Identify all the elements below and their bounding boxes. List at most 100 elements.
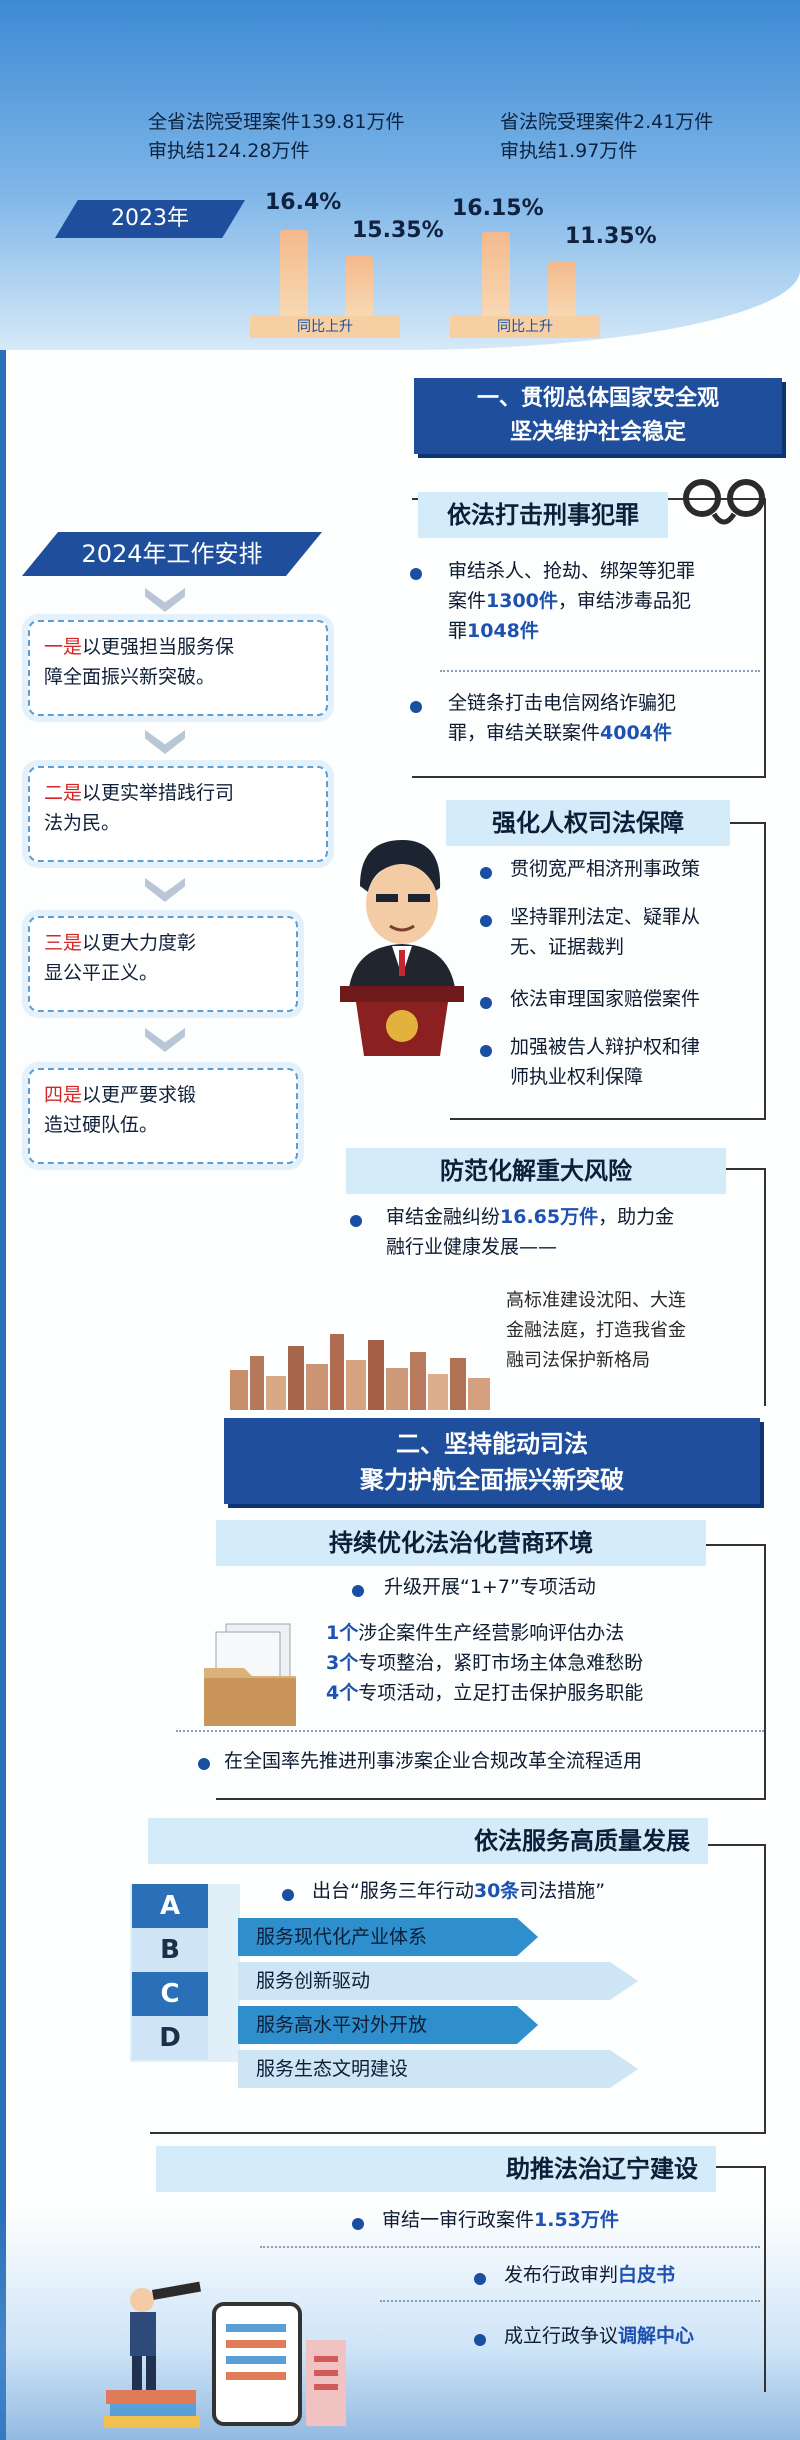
rights-bullet: [480, 912, 492, 931]
plan-text: 造过硬队伍。: [44, 1114, 159, 1136]
highlight-number: 白皮书: [618, 2264, 676, 2286]
plan-text: 障全面振兴新突破。: [44, 666, 216, 688]
header-background: [0, 0, 800, 350]
highlight-number: 调解中心: [618, 2325, 695, 2347]
pct-label: 15.35%: [352, 218, 444, 243]
rights-item-4: 加强被告人辩护权和律 师执业权利保障: [510, 1032, 700, 1092]
plan-item-1: 一是以更强担当服务保 障全面振兴新突破。: [28, 620, 328, 716]
highlight-number: 1300件: [486, 590, 558, 612]
bar-right-b: [548, 262, 576, 316]
letter-badge: D: [132, 2016, 208, 2060]
rights-bullet: [480, 1042, 492, 1061]
text: 审结金融纠纷: [386, 1206, 501, 1228]
risk-note: 高标准建设沈阳、大连 金融法庭，打造我省金 融司法保护新格局: [506, 1286, 686, 1376]
risk-bullet: [350, 1212, 362, 1231]
text: 审结杀人、抢劫、绑架等犯罪: [448, 560, 696, 582]
liaoning-item-2: 发布行政审判白皮书: [504, 2260, 675, 2290]
text: 金融法庭，打造我省金: [506, 1320, 686, 1341]
section-title-line: 聚力护航全面振兴新突破: [360, 1466, 624, 1494]
rights-item-2: 坚持罪刑法定、疑罪从 无、证据裁判: [510, 902, 700, 962]
stat-line: 省法院受理案件2.41万件: [500, 111, 714, 133]
stat-line: 审执结1.97万件: [500, 140, 638, 162]
risk-item-1: 审结金融纠纷16.65万件，助力金 融行业健康发展——: [386, 1202, 756, 1262]
bar-left-a: [280, 230, 308, 316]
letter-badge: A: [132, 1884, 208, 1928]
pct-label: 11.35%: [565, 224, 657, 249]
highlight-number: 30条: [473, 1880, 520, 1902]
judge-illustration: [340, 840, 464, 1056]
quality-row-A: 服务现代化产业体系: [238, 1918, 538, 1956]
chevron-down-icon: [145, 730, 185, 754]
city-skyline-illustration: [230, 1334, 490, 1410]
text: 专项整治，紧盯市场主体急难愁盼: [358, 1652, 644, 1674]
plan-lead: 一是: [44, 636, 83, 658]
section-title-line: 坚决维护社会稳定: [509, 420, 686, 445]
plan-text: 法为民。: [44, 812, 121, 834]
text: 罪，审结关联案件: [448, 722, 601, 744]
rights-subtitle: 强化人权司法保障: [446, 800, 730, 846]
divider: [440, 670, 760, 672]
chevron-down-icon: [145, 588, 185, 612]
divider: [380, 2300, 760, 2302]
business-item-2: 在全国率先推进刑事涉案企业合规改革全流程适用: [224, 1750, 643, 1772]
highlight-number: 3个: [326, 1652, 359, 1674]
plan-lead: 二是: [44, 782, 83, 804]
text: 师执业权利保障: [510, 1066, 644, 1088]
text: 涉企案件生产经营影响评估办法: [358, 1622, 625, 1644]
business-list: 1个涉企案件生产经营影响评估办法 3个专项整治，紧盯市场主体急难愁盼 4个专项活…: [326, 1618, 643, 1708]
liaoning-bullet: [352, 2215, 364, 2234]
left-edge-strip: [0, 350, 6, 2440]
document-folder-icon: [204, 1623, 296, 1726]
crime-item-1: 审结杀人、抢劫、绑架等犯罪 案件1300件，审结涉毒品犯 罪1048件: [448, 556, 758, 646]
text: 无、证据裁判: [510, 936, 625, 958]
text: ，助力金: [598, 1206, 675, 1228]
business-list-row: 3个专项整治，紧盯市场主体急难愁盼: [326, 1648, 643, 1678]
text: 高标准建设沈阳、大连: [506, 1290, 686, 1311]
bar-left-b: [345, 256, 373, 316]
plan-lead: 三是: [44, 932, 83, 954]
crime-item-bullet: [410, 698, 422, 717]
pct-label: 16.4%: [265, 190, 342, 215]
rights-bullet: [480, 994, 492, 1013]
plan-text: 以更大力度彰: [82, 932, 197, 954]
year-label: 2023年: [55, 200, 245, 238]
highlight-number: 1.53万件: [534, 2209, 619, 2231]
text: 专项活动，立足打击保护服务职能: [358, 1682, 644, 1704]
quality-intro: 出台“服务三年行动30条司法措施”: [312, 1876, 605, 1906]
pct-label: 16.15%: [452, 196, 544, 221]
plan-text: 显公平正义。: [44, 962, 159, 984]
liaoning-item-1: 审结一审行政案件1.53万件: [382, 2205, 619, 2235]
plan-text: 以更强担当服务保: [82, 636, 235, 658]
business-item-1: 升级开展“1+7”专项活动: [384, 1576, 596, 1598]
chevron-down-icon: [145, 878, 185, 902]
stat-line: 全省法院受理案件139.81万件: [148, 111, 405, 133]
person-telescope-illustration: [104, 2281, 202, 2428]
plan-text: 以更实举措践行司: [82, 782, 235, 804]
text: 全链条打击电信网络诈骗犯: [448, 692, 677, 714]
plan-text: 以更严要求锻: [82, 1084, 197, 1106]
risk-subtitle: 防范化解重大风险: [346, 1148, 726, 1194]
stat-line: 审执结124.28万件: [148, 140, 310, 162]
text: 融司法保护新格局: [506, 1350, 650, 1371]
section1-title: 一、贯彻总体国家安全观 坚决维护社会稳定: [414, 378, 782, 454]
text: 加强被告人辩护权和律: [510, 1036, 701, 1058]
plan-item-3: 三是以更大力度彰 显公平正义。: [28, 916, 298, 1012]
divider: [176, 1730, 764, 1732]
text: 成立行政争议: [504, 2325, 619, 2347]
plan-title: 2024年工作安排: [22, 532, 322, 576]
letter-badge: C: [132, 1972, 208, 2016]
quality-row-B: 服务创新驱动: [238, 1962, 638, 2000]
bar-base-label: 同比上升: [450, 316, 600, 338]
text: 发布行政审判: [504, 2264, 619, 2286]
text: 坚持罪刑法定、疑罪从: [510, 906, 701, 928]
liaoning-subtitle: 助推法治辽宁建设: [156, 2146, 716, 2192]
text: ，审结涉毒品犯: [557, 590, 691, 612]
crime-subtitle: 依法打击刑事犯罪: [418, 492, 668, 538]
highlight-number: 4个: [326, 1682, 359, 1704]
letter-badge: B: [132, 1928, 208, 1972]
tablet-chart-illustration: [212, 2302, 346, 2426]
highlight-number: 4004件: [600, 722, 672, 744]
rights-item-3: 依法审理国家赔偿案件: [510, 988, 701, 1010]
stats-province-courts: 全省法院受理案件139.81万件 审执结124.28万件: [148, 108, 404, 166]
quality-row-D: 服务生态文明建设: [238, 2050, 638, 2088]
